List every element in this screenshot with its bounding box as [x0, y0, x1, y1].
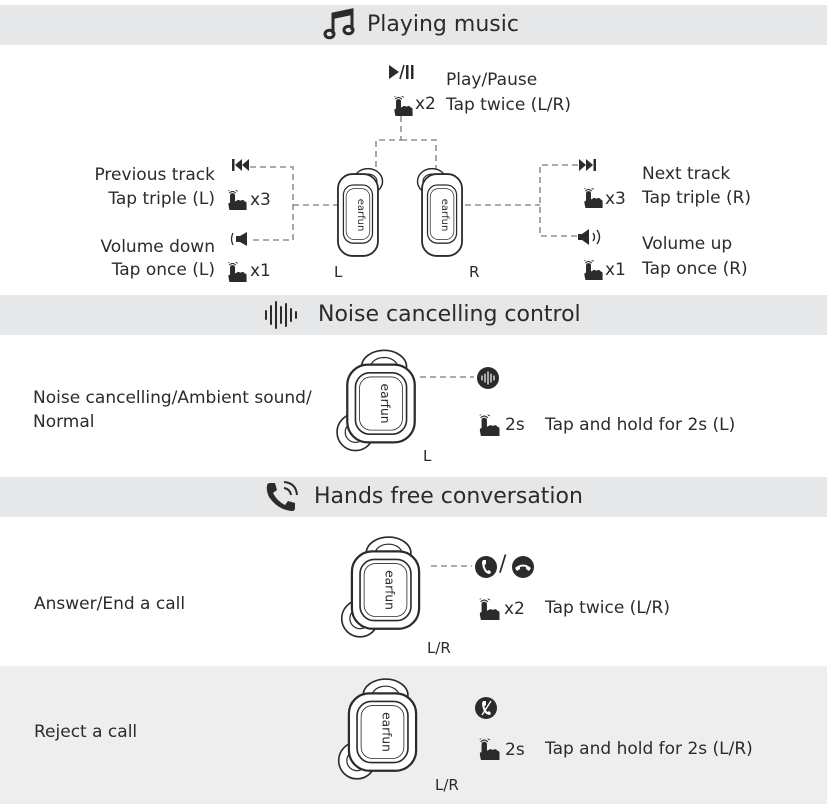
noise-action: Tap and hold for 2s (L) [545, 415, 736, 435]
music-note-icon [323, 8, 355, 40]
section-title-calls: Hands free conversation [314, 484, 583, 509]
play-pause-action: Tap twice (L/R) [446, 95, 571, 115]
volume-up-count: x1 [605, 260, 626, 280]
answer-call-label: Answer/End a call [34, 594, 186, 614]
call-separator: / [499, 552, 507, 577]
noise-mode-icon [477, 367, 499, 389]
tap-hand-icon [476, 732, 500, 760]
phone-call-icon [266, 481, 298, 511]
answer-call-icon [475, 556, 497, 578]
right-label: R [469, 263, 480, 281]
brand-logo: earfun [439, 199, 450, 232]
noise-mode-label: Noise cancelling/Ambient sound/ Normal [33, 386, 333, 434]
tap-hand-icon [581, 254, 603, 280]
answer-count: x2 [504, 599, 525, 619]
previous-track-action: Tap triple (L) [108, 189, 215, 209]
previous-track-label: Previous track [94, 165, 215, 185]
play-pause-icon [389, 64, 414, 80]
right-earbud-illustration: earfun [410, 165, 465, 265]
left-label: L [334, 263, 343, 281]
play-pause-label: Play/Pause [446, 70, 538, 90]
noise-side-label: L [423, 447, 432, 465]
brand-logo: earfun [355, 199, 366, 232]
tap-hand-icon [476, 592, 500, 620]
sound-wave-icon [265, 301, 297, 329]
left-earbud-illustration: earfun [335, 345, 427, 460]
volume-up-label: Volume up [642, 234, 733, 254]
next-track-label: Next track [642, 164, 731, 184]
volume-down-count: x1 [250, 261, 271, 281]
next-track-count: x3 [605, 189, 626, 209]
reject-call-icon [475, 697, 497, 719]
brand-logo: earfun [378, 384, 392, 424]
left-earbud-illustration: earfun [335, 165, 390, 265]
brand-logo: earfun [383, 570, 397, 610]
section-header-calls [0, 477, 827, 517]
right-earbud-illustration: earfun [338, 533, 433, 645]
reject-call-label: Reject a call [34, 722, 138, 742]
previous-track-icon [232, 159, 249, 171]
volume-up-icon [578, 229, 601, 245]
previous-track-count: x3 [250, 190, 271, 210]
tap-hand-icon [225, 184, 247, 210]
right-earbud-illustration: earfun [335, 675, 430, 787]
noise-count: 2s [505, 415, 525, 435]
answer-action: Tap twice (L/R) [545, 598, 670, 618]
reject-count: 2s [505, 740, 525, 760]
reject-side-label: L/R [435, 776, 459, 794]
tap-hand-icon [225, 256, 247, 282]
tap-hand-icon [391, 90, 413, 116]
volume-down-icon [230, 232, 247, 246]
reject-action: Tap and hold for 2s (L/R) [545, 739, 753, 759]
tap-hand-icon [581, 182, 603, 208]
volume-down-label: Volume down [100, 237, 215, 257]
next-track-action: Tap triple (R) [642, 188, 752, 208]
section-header-noise [0, 295, 827, 335]
answer-side-label: L/R [427, 639, 451, 657]
section-title-music: Playing music [367, 12, 519, 37]
brand-logo: earfun [380, 712, 394, 752]
play-pause-count: x2 [415, 94, 436, 114]
section-title-noise: Noise cancelling control [318, 302, 581, 327]
next-track-icon [579, 159, 596, 171]
volume-up-action: Tap once (R) [642, 259, 748, 279]
tap-hand-icon [476, 408, 500, 436]
section-header-music [0, 5, 827, 45]
noise-mode-text: Noise cancelling/Ambient sound/ Normal [33, 388, 312, 432]
end-call-icon [512, 556, 534, 578]
volume-down-action: Tap once (L) [111, 260, 215, 280]
